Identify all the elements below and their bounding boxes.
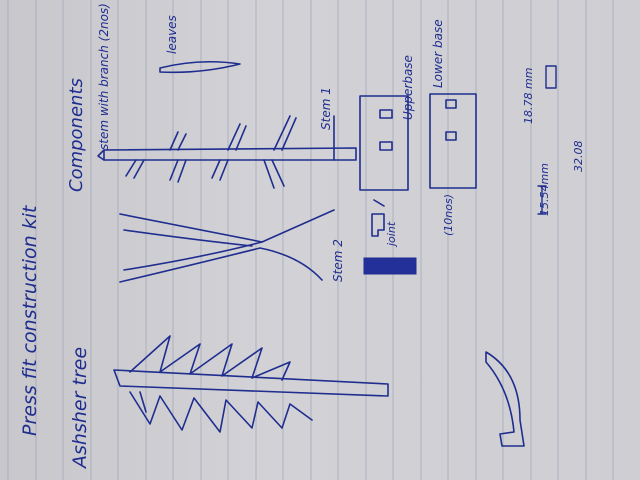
dimension-1: 15.54mm: [538, 163, 551, 216]
joint-filled-sketch: [363, 257, 417, 275]
leaves-label: leaves: [165, 15, 179, 54]
leaf-sketch: [159, 60, 241, 74]
stem-branch-label: stem with branch (2nos): [97, 3, 111, 150]
dimension-2: 18.78 mm: [522, 68, 535, 124]
stem1-label: Stem 1: [319, 87, 333, 130]
page-title: Press fit construction kit: [19, 204, 41, 436]
joint-sketch: [371, 199, 385, 237]
components-label: Components: [66, 78, 87, 192]
upperbase-label: Upperbase: [401, 55, 415, 120]
hook-sketch: [485, 351, 525, 447]
stem2-label: Stem 2: [331, 239, 345, 282]
stem-with-branch-sketch: [97, 115, 357, 189]
stem2-sketch: [119, 209, 335, 283]
tree-label: Ashsher tree: [69, 347, 91, 470]
lowerbase-sketch: [429, 93, 477, 189]
dimension-3: 32.08: [572, 141, 585, 173]
tree-sketch: [113, 335, 389, 433]
joint-qty-label: (10nos): [442, 194, 455, 236]
lowerbase-label: Lower base: [431, 19, 445, 88]
joint-label: joint: [385, 221, 398, 248]
ruled-lines: [7, 0, 614, 480]
upperbase-sketch: [359, 95, 409, 191]
dimension-marks: [537, 65, 557, 215]
